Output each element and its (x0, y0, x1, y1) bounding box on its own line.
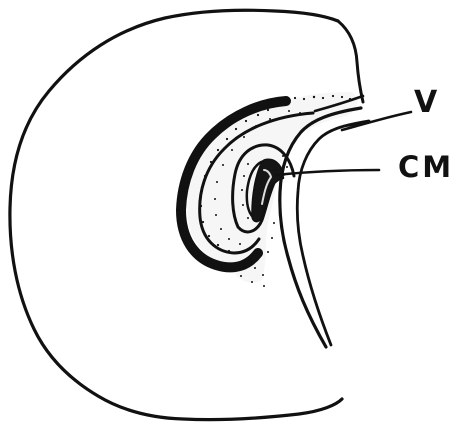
duct-outer (280, 108, 361, 347)
label-cm: CM (398, 153, 454, 182)
label-v: V (414, 88, 439, 118)
outer-outline-right (338, 21, 363, 102)
leader-line-v (342, 112, 411, 130)
outer-outline (10, 10, 342, 419)
